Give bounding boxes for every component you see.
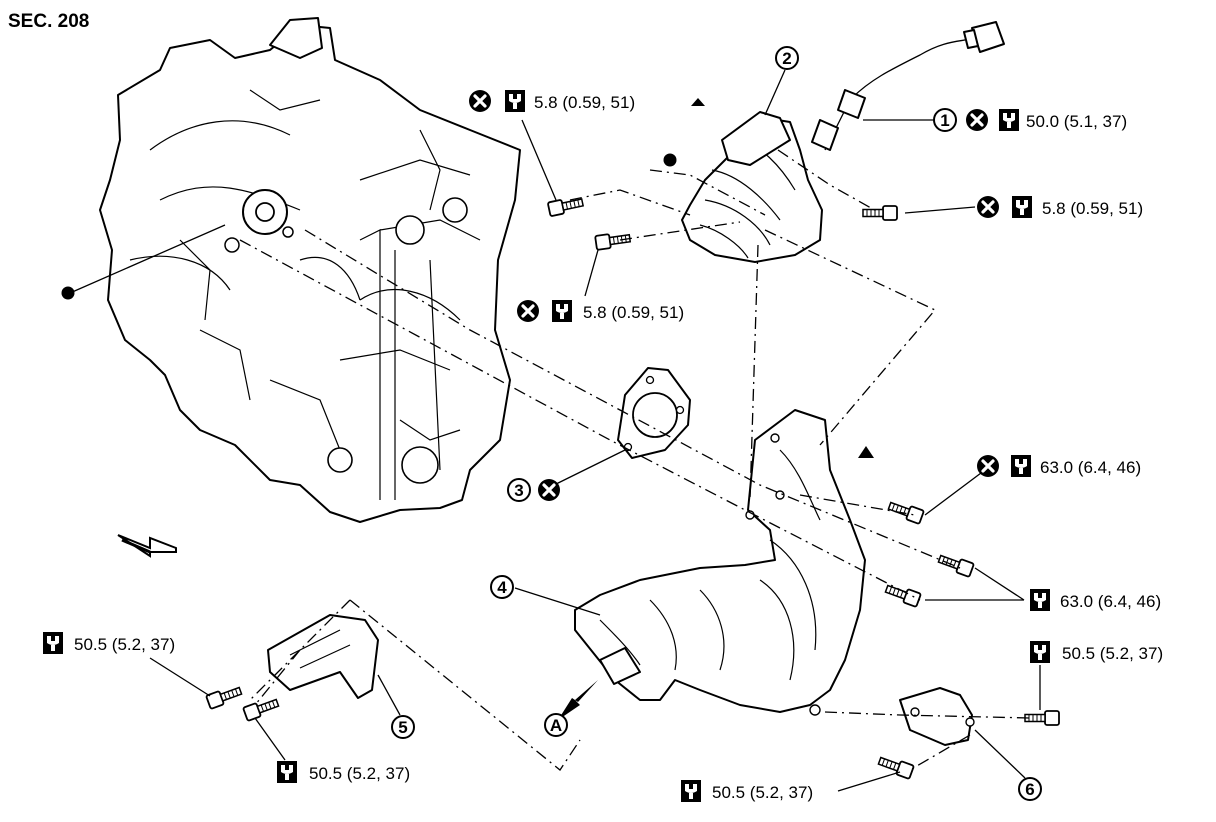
bolt-stay5-upper bbox=[205, 683, 244, 710]
torque-spec-stay6-upper: 50.5 (5.2, 37) bbox=[1030, 641, 1163, 663]
callout-1: 1 bbox=[933, 108, 957, 132]
center-lines bbox=[239, 149, 1031, 771]
triangle-marker-icon bbox=[691, 98, 705, 106]
exhaust-manifold-gasket bbox=[617, 367, 691, 459]
bolt-stay6-upper bbox=[1024, 710, 1060, 726]
svg-text:5.8 (0.59, 51): 5.8 (0.59, 51) bbox=[583, 303, 684, 322]
torque-spec-sensor: 50.0 (5.1, 37) bbox=[999, 109, 1127, 131]
torque-spec-manifold-nut: 63.0 (6.4, 46) bbox=[975, 453, 1141, 479]
torque-wrench-icon bbox=[505, 90, 525, 112]
svg-text:5.8 (0.59, 51): 5.8 (0.59, 51) bbox=[534, 93, 635, 112]
svg-text:3: 3 bbox=[514, 481, 523, 500]
torque-wrench-icon bbox=[999, 109, 1019, 131]
svg-text:63.0 (6.4, 46): 63.0 (6.4, 46) bbox=[1040, 458, 1141, 477]
bolt-upper-insulator-lower bbox=[594, 230, 632, 251]
do-not-reuse-icon bbox=[536, 477, 562, 503]
do-not-reuse-icon bbox=[975, 194, 1001, 220]
torque-wrench-icon bbox=[1030, 641, 1050, 663]
callout-6: 6 bbox=[1018, 777, 1042, 801]
torque-spec-insulator-lower: 5.8 (0.59, 51) bbox=[515, 298, 684, 324]
do-not-reuse-icon bbox=[515, 298, 541, 324]
torque-wrench-icon bbox=[1030, 589, 1050, 611]
svg-text:50.0 (5.1, 37): 50.0 (5.1, 37) bbox=[1026, 112, 1127, 131]
view-a-marker: A bbox=[544, 713, 568, 737]
callout-5: 5 bbox=[391, 715, 415, 739]
svg-text:5: 5 bbox=[398, 718, 407, 737]
upper-heat-insulator bbox=[681, 111, 823, 263]
bolt-manifold-lower bbox=[883, 581, 922, 608]
svg-text:A: A bbox=[550, 716, 562, 735]
do-not-reuse-icon bbox=[467, 88, 493, 114]
svg-text:2: 2 bbox=[782, 49, 791, 68]
do-not-reuse-icon bbox=[964, 107, 990, 133]
torque-wrench-icon bbox=[681, 780, 701, 802]
svg-text:4: 4 bbox=[497, 578, 507, 597]
torque-wrench-icon bbox=[1012, 196, 1032, 218]
svg-text:1: 1 bbox=[940, 111, 949, 130]
torque-spec-insulator-right: 5.8 (0.59, 51) bbox=[975, 194, 1143, 220]
svg-text:6: 6 bbox=[1025, 780, 1034, 799]
bolt-stay6-lower bbox=[876, 753, 915, 780]
circle-marker-icon bbox=[663, 153, 677, 167]
bolt-stay5-lower bbox=[242, 695, 281, 722]
svg-text:5.8 (0.59, 51): 5.8 (0.59, 51) bbox=[1042, 199, 1143, 218]
torque-wrench-icon bbox=[43, 632, 63, 654]
engine-block bbox=[99, 17, 521, 523]
svg-text:50.5 (5.2, 37): 50.5 (5.2, 37) bbox=[712, 783, 813, 802]
air-fuel-ratio-sensor bbox=[811, 21, 1005, 151]
bolt-manifold-upper bbox=[936, 551, 975, 578]
leader-lines bbox=[69, 69, 1041, 792]
exhaust-manifold-catalyst bbox=[558, 409, 866, 720]
callout-2: 2 bbox=[775, 46, 799, 70]
torque-wrench-icon bbox=[552, 300, 572, 322]
manifold-stay-5 bbox=[267, 614, 379, 699]
circle-marker-icon bbox=[61, 286, 75, 300]
torque-spec-stay5-upper: 50.5 (5.2, 37) bbox=[43, 632, 175, 654]
section-label: SEC. 208 bbox=[8, 11, 89, 32]
svg-text:63.0 (6.4, 46): 63.0 (6.4, 46) bbox=[1060, 592, 1161, 611]
svg-text:50.5 (5.2, 37): 50.5 (5.2, 37) bbox=[74, 635, 175, 654]
front-arrow-icon bbox=[117, 534, 177, 558]
torque-spec-stay5-lower: 50.5 (5.2, 37) bbox=[277, 761, 410, 783]
svg-text:50.5 (5.2, 37): 50.5 (5.2, 37) bbox=[309, 764, 410, 783]
torque-wrench-icon bbox=[1011, 455, 1031, 477]
do-not-reuse-icon bbox=[975, 453, 1001, 479]
torque-spec-manifold-bolts: 63.0 (6.4, 46) bbox=[1030, 589, 1161, 611]
torque-spec-insulator-top: 5.8 (0.59, 51) bbox=[467, 88, 635, 114]
bolt-manifold-stud-nut bbox=[886, 498, 925, 525]
torque-spec-stay6-lower: 50.5 (5.2, 37) bbox=[681, 780, 813, 802]
callout-3: 3 bbox=[507, 478, 531, 502]
torque-wrench-icon bbox=[277, 761, 297, 783]
bolt-upper-insulator-right bbox=[862, 205, 898, 221]
triangle-marker-icon bbox=[858, 446, 874, 458]
manifold-stay-6 bbox=[899, 687, 975, 746]
svg-text:50.5 (5.2, 37): 50.5 (5.2, 37) bbox=[1062, 644, 1163, 663]
callout-4: 4 bbox=[490, 575, 514, 599]
